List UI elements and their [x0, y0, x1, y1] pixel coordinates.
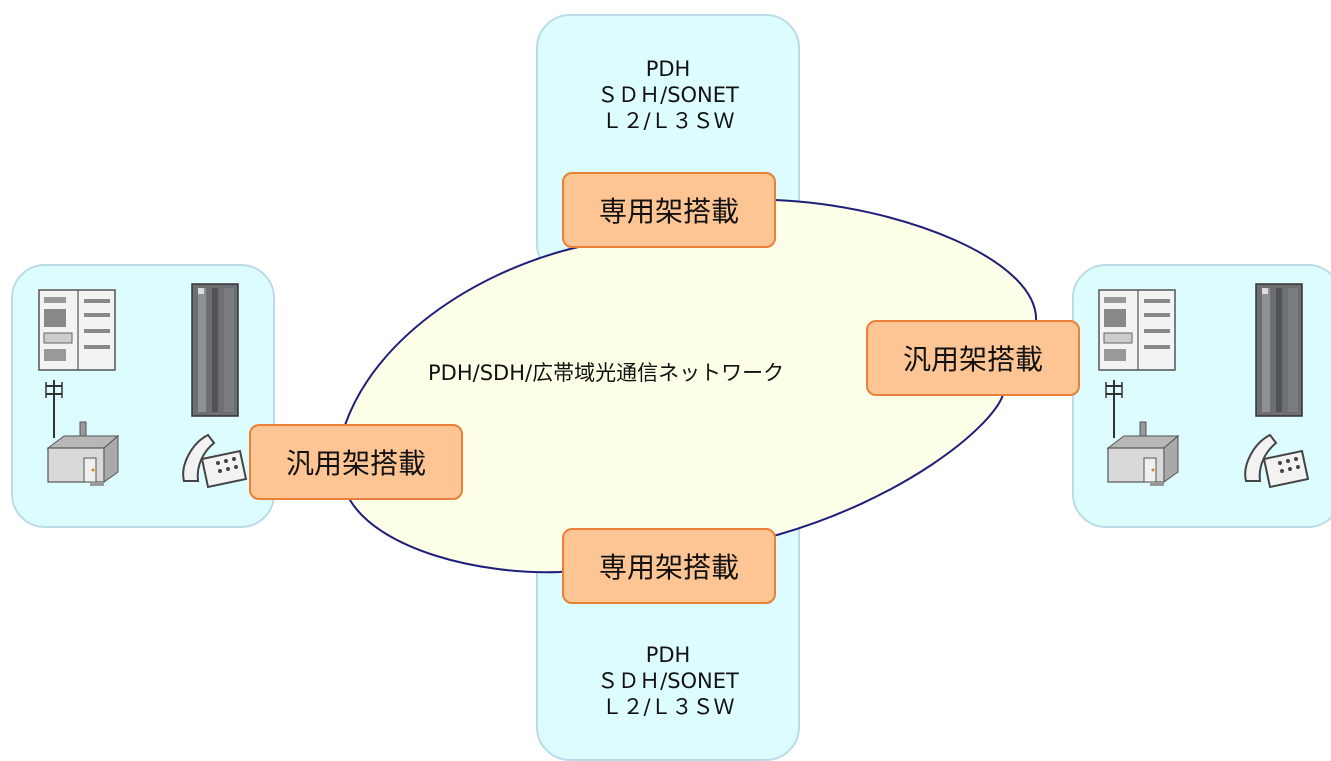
server-cabinet-icon — [38, 289, 116, 371]
rack-tower-icon — [191, 283, 239, 417]
network-diagram: PDH ＳＤＨ/SONET Ｌ２/Ｌ３ＳＷ PDH ＳＤＨ/SONET Ｌ２/Ｌ… — [11, 14, 1331, 761]
server-cabinet-icon — [1098, 289, 1176, 371]
top-panel-line3: Ｌ２/Ｌ３ＳＷ — [601, 109, 735, 133]
right-rack-label: 汎用架搭載 — [866, 320, 1080, 396]
bottom-panel-line1: PDH — [645, 643, 691, 667]
top-panel-line1: PDH — [645, 57, 691, 81]
network-ellipse — [343, 198, 1038, 574]
antenna-building-icon — [1105, 380, 1180, 486]
network-label: PDH/SDH/広帯域光通信ネットワーク — [428, 361, 785, 385]
antenna-building-icon — [45, 380, 120, 486]
top-panel-text: PDH ＳＤＨ/SONET Ｌ２/Ｌ３ＳＷ — [538, 56, 798, 134]
bottom-panel-line2: ＳＤＨ/SONET — [597, 669, 739, 693]
bottom-panel-text: PDH ＳＤＨ/SONET Ｌ２/Ｌ３ＳＷ — [538, 642, 798, 720]
top-rack-label: 専用架搭載 — [562, 172, 776, 248]
network-ring — [343, 198, 1038, 574]
top-panel-line2: ＳＤＨ/SONET — [597, 83, 739, 107]
left-rack-label: 汎用架搭載 — [249, 424, 463, 500]
telephone-icon — [1244, 433, 1310, 489]
bottom-panel-line3: Ｌ２/Ｌ３ＳＷ — [601, 695, 735, 719]
rack-tower-icon — [1255, 283, 1303, 417]
telephone-icon — [182, 433, 248, 489]
bottom-rack-label: 専用架搭載 — [562, 528, 776, 604]
